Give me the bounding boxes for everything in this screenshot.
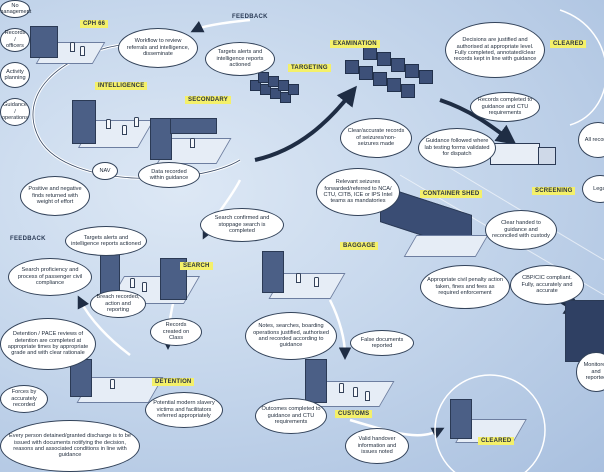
- bubble-right-1: All records: [578, 122, 604, 158]
- arrival-room: [30, 20, 106, 65]
- bubble-targets-actioned: Targets alerts and intelligence reports …: [205, 42, 275, 76]
- feedback-arrow-top: [190, 18, 251, 33]
- label-feedback-top: FEEDBACK: [232, 14, 268, 20]
- tag-intelligence: INTELLIGENCE: [95, 82, 148, 90]
- bubble-search-confirmed: Search confirmed and stoppage search is …: [200, 208, 284, 242]
- bubble-top-left-1: No management: [0, 0, 31, 18]
- bubble-cbp-compliant: CBP/CIC compliant. Fully, accurately and…: [510, 265, 584, 305]
- bubble-appropriate-civil: Appropriate civil penalty action taken, …: [420, 265, 510, 309]
- bubble-decisions: Decisions are justified and authorised a…: [445, 22, 545, 78]
- bubble-seizures-justified: Notes, searches, boarding operations jus…: [245, 312, 337, 360]
- bubble-outcomes: Outcomes completed to guidance and CTU r…: [255, 398, 327, 434]
- bubble-search-fitness: Search proficiency and process of passen…: [8, 258, 92, 296]
- cleared-room: [450, 395, 527, 445]
- tag-cleared-bottom: CLEARED: [478, 437, 515, 445]
- bubble-every-person: Every person detained/granted discharge …: [0, 420, 140, 472]
- tag-examination: EXAMINATION: [330, 40, 380, 48]
- bubble-nav: NAV: [92, 162, 118, 180]
- cleared-loop: [559, 9, 604, 126]
- bubble-relevant-seizures: Relevant seizures forwarded/referred to …: [316, 168, 400, 216]
- secondary-room: [150, 110, 232, 165]
- bubble-clear-handed: Clear handed to guidance and reconciled …: [485, 210, 557, 250]
- bubble-selection: Data recorded within guidance: [138, 162, 200, 188]
- bubble-forces: Forces by accurately recorded: [0, 385, 48, 413]
- bubble-top-left-2: Records / officers: [0, 28, 30, 52]
- bubble-guidance-followed: Guidance followed where lab testing form…: [418, 128, 496, 168]
- tag-targeting: TARGETING: [288, 64, 331, 72]
- tag-screening: SCREENING: [532, 187, 576, 195]
- tag-detention: DETENTION: [152, 378, 195, 386]
- bubble-breach: Breach recorded, action and reporting: [90, 290, 146, 318]
- container-shed: [380, 185, 490, 260]
- tag-secondary: SECONDARY: [185, 96, 231, 104]
- intelligence-room: [72, 95, 155, 150]
- bubble-seizures-recorded: Clear/accurate records of seizures/non-s…: [340, 118, 412, 158]
- bubble-records-created: Records created on Class: [150, 318, 202, 346]
- tag-container-shed: CONTAINER SHED: [420, 190, 483, 198]
- flow-arrow-c: [328, 299, 352, 360]
- right-edge-room: [565, 290, 604, 370]
- bubble-records-guidance: Records completed to guidance and CTU re…: [470, 92, 540, 122]
- screening-truck: [490, 135, 560, 175]
- lane-line-1: [419, 149, 604, 261]
- bubble-targets-alerts: Targets alerts and intelligence reports …: [65, 226, 147, 256]
- main-arrow-1: [254, 85, 357, 162]
- flow-arrow-d: [77, 295, 131, 356]
- tag-arrival: CPH 66: [80, 20, 109, 28]
- examination-crates: [345, 40, 440, 110]
- customs-room: [305, 355, 395, 410]
- bubble-handover: Valid handover information and issues no…: [345, 428, 409, 464]
- targeting-crates: [250, 70, 310, 110]
- flow-arrow-e: [349, 418, 445, 439]
- bubble-top-left-3: Activity planning: [0, 62, 30, 88]
- tag-customs: CUSTOMS: [335, 410, 373, 418]
- bubble-top-left-4: Guidance / operations: [0, 98, 30, 126]
- main-arrow-2: [439, 98, 517, 145]
- detention-room: [70, 355, 164, 405]
- cleared-circle: [434, 374, 546, 472]
- bubble-detention-notes: Detention / PACE reviews of detention ar…: [0, 318, 96, 370]
- bubble-false-documents: False documents reported: [350, 330, 414, 356]
- bubble-right-bottom: Monitored and reported: [576, 352, 604, 392]
- bubble-positive-negative: Positive and negative finds returned wit…: [20, 176, 90, 216]
- bubble-workflow: Workflow to review referrals and intelli…: [118, 28, 198, 68]
- bubble-potential-modern: Potential modern slavery victims and fac…: [145, 392, 223, 428]
- tag-baggage: BAGGAGE: [340, 242, 379, 250]
- tag-search: SEARCH: [180, 262, 213, 270]
- baggage-room: [262, 245, 346, 300]
- search-room: [100, 250, 201, 305]
- tag-cleared: CLEARED: [550, 40, 587, 48]
- label-feedback-left: FEEDBACK: [10, 236, 46, 242]
